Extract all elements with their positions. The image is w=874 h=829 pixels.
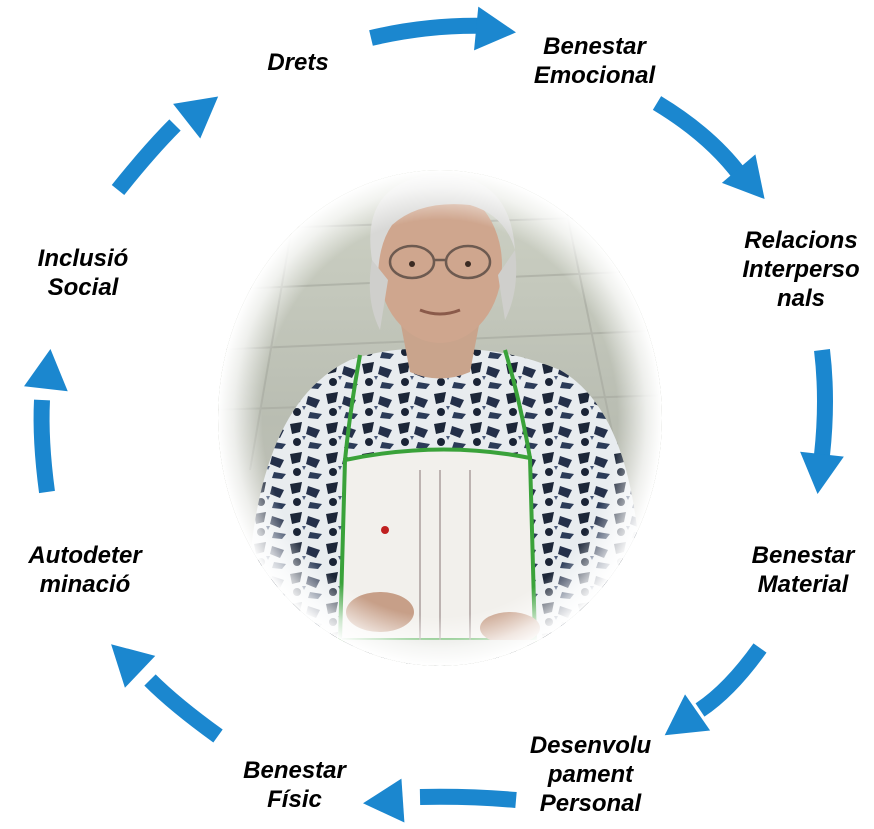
arrow-fisic-to-autodeterminacio <box>111 644 223 743</box>
node-desenvolupament-personal: Desenvolu pament Personal <box>529 732 652 817</box>
center-photo <box>218 170 662 666</box>
node-drets: Drets <box>267 49 329 76</box>
node-benestar-fisic: Benestar Físic <box>243 757 346 813</box>
node-autodeterminacio: Autodeter minació <box>28 542 142 598</box>
node-benestar-material: Benestar Material <box>751 542 855 598</box>
node-inclusio-social: Inclusió Social <box>37 245 129 301</box>
node-benestar-emocional: Benestar Emocional <box>533 33 656 89</box>
node-relacions-interpersonals: Relacions Interperso nals <box>742 227 860 312</box>
arrow-drets-to-benestar-emocional <box>369 6 516 51</box>
arrow-inclusio-to-drets <box>111 96 219 195</box>
arrow-emocional-to-relacions <box>652 96 765 200</box>
arrow-material-to-desenvolupament <box>664 643 767 736</box>
cycle-arrows <box>24 6 844 823</box>
arrow-desenvolupament-to-fisic <box>363 778 517 823</box>
arrow-relacions-to-material <box>800 349 844 494</box>
arrow-autodeterminacio-to-inclusio <box>24 349 68 494</box>
